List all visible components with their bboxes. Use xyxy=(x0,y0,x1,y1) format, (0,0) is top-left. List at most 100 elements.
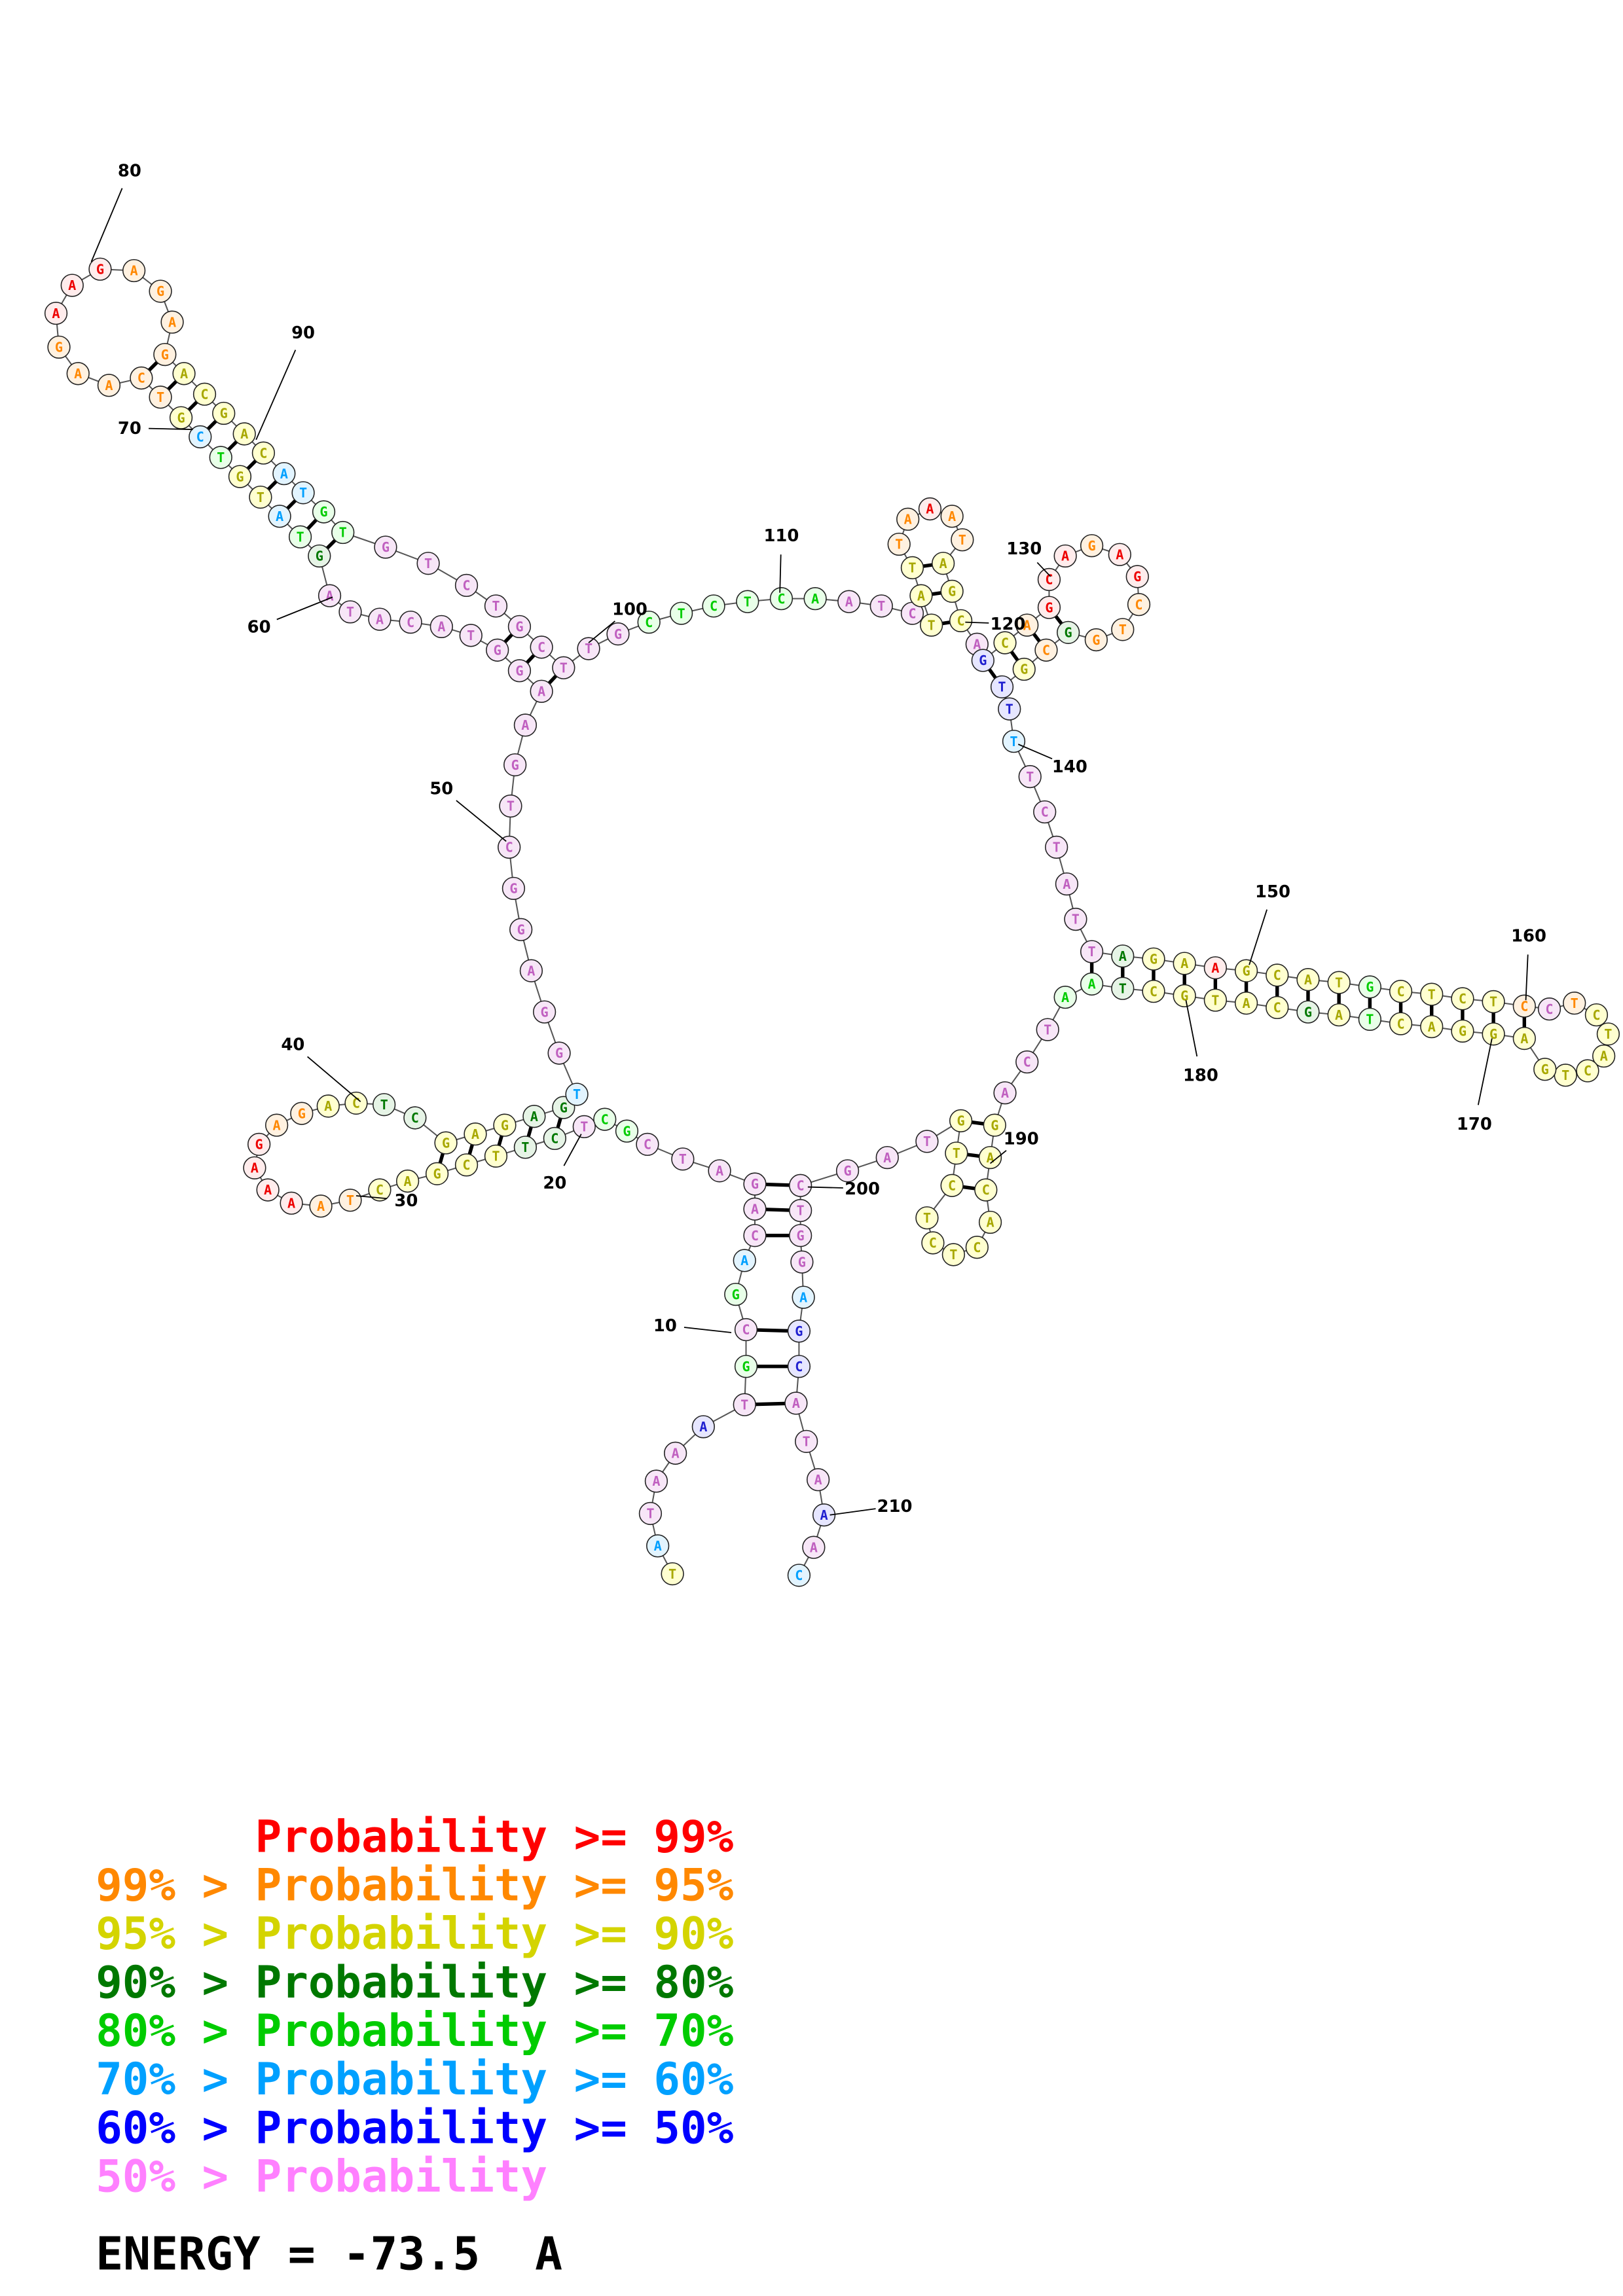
nucleotide-letter: G xyxy=(948,584,956,600)
nucleotide-circle xyxy=(1512,1026,1536,1050)
nucleotide-circle xyxy=(1125,565,1149,588)
nucleotide-47: G xyxy=(532,1000,556,1024)
nucleotide-117: A xyxy=(940,505,964,528)
nucleotide-letter: G xyxy=(555,1045,563,1061)
nucleotide-letter: A xyxy=(521,717,529,733)
nucleotide-letter: A xyxy=(1242,996,1250,1011)
nucleotide-4: A xyxy=(644,1469,668,1493)
nucleotide-letter: T xyxy=(646,1506,654,1522)
position-label-100: 100 xyxy=(588,600,647,643)
nucleotide-circle xyxy=(1053,544,1077,568)
nucleotide-circle xyxy=(787,1355,811,1378)
nucleotide-letter: T xyxy=(949,1247,957,1263)
nucleotide-209: A xyxy=(784,1391,808,1415)
position-number: 140 xyxy=(1052,757,1087,777)
nucleotide-letter: T xyxy=(560,660,568,675)
nucleotide-138: T xyxy=(990,675,1014,699)
nucleotide-circle xyxy=(547,1041,571,1065)
nucleotide-circle xyxy=(454,1153,479,1177)
nucleotide-circle xyxy=(1203,956,1228,980)
nucleotide-14: G xyxy=(743,1172,767,1196)
position-label-80: 80 xyxy=(90,162,141,262)
nucleotide-letter: T xyxy=(1119,622,1127,637)
nucleotide-174: T xyxy=(1358,1007,1381,1031)
label-leader-line xyxy=(1525,954,1529,1001)
nucleotide-circle xyxy=(464,1122,487,1146)
nucleotide-150: A xyxy=(1203,956,1228,980)
nucleotide-letter: C xyxy=(411,1110,419,1126)
nucleotide-172: A xyxy=(1420,1014,1444,1039)
position-number: 100 xyxy=(612,600,647,619)
nucleotide-circle xyxy=(789,1198,812,1223)
nucleotide-letter: G xyxy=(1541,1062,1549,1077)
nucleotide-46: G xyxy=(547,1041,571,1065)
nucleotide-circle xyxy=(990,675,1014,699)
nucleotide-21: C xyxy=(543,1126,566,1151)
nucleotide-23: T xyxy=(484,1144,508,1168)
nucleotide-circle xyxy=(251,441,276,465)
nucleotide-circle xyxy=(434,1131,458,1155)
nucleotide-5: A xyxy=(663,1441,687,1465)
nucleotide-circle xyxy=(1002,729,1026,753)
position-number: 50 xyxy=(429,780,453,799)
nucleotide-letter: T xyxy=(1006,701,1013,717)
nucleotide-letter: C xyxy=(973,1240,981,1255)
nucleotide-18: G xyxy=(615,1119,639,1143)
nucleotide-circle xyxy=(1033,800,1057,824)
nucleotide-191: A xyxy=(978,1210,1002,1234)
nucleotide-circle xyxy=(875,1145,899,1170)
nucleotide-letter: T xyxy=(1010,734,1017,749)
nucleotide-147: A xyxy=(1111,944,1135,968)
nucleotide-letter: C xyxy=(777,591,785,607)
nucleotide-circle xyxy=(1080,940,1104,963)
nucleotide-letter: A xyxy=(1061,990,1069,1005)
nucleotide-letter: G xyxy=(795,1323,803,1339)
nucleotide-circle xyxy=(743,1172,767,1196)
nucleotide-letter: G xyxy=(509,881,517,897)
nucleotide-letter: A xyxy=(538,683,545,699)
nucleotide-circle xyxy=(249,485,272,509)
nucleotide-letter: C xyxy=(957,613,965,629)
nucleotide-letter: G xyxy=(1242,963,1250,978)
nucleotide-circle xyxy=(1045,835,1068,859)
nucleotide-circle xyxy=(615,1119,639,1143)
nucleotide-154: T xyxy=(1327,971,1351,994)
nucleotide-34: A xyxy=(264,1113,289,1137)
position-label-20: 20 xyxy=(543,1134,582,1193)
nucleotide-104: C xyxy=(702,594,725,618)
nucleotide-letter: C xyxy=(196,429,204,445)
nucleotide-19: C xyxy=(593,1107,617,1131)
nucleotide-circle xyxy=(1108,543,1131,566)
nucleotide-letter: G xyxy=(1065,625,1072,641)
nucleotide-circle xyxy=(513,1136,538,1159)
nucleotide-letter: T xyxy=(257,490,264,505)
nucleotide-176: G xyxy=(1296,1000,1320,1024)
position-number: 90 xyxy=(291,323,315,343)
nucleotide-circle xyxy=(47,335,71,359)
label-leader-line xyxy=(149,427,193,431)
nucleotide-letter: A xyxy=(1520,1031,1528,1047)
nucleotide-letter: T xyxy=(797,1203,805,1219)
nucleotide-153: A xyxy=(1296,968,1320,992)
nucleotide-26: A xyxy=(395,1169,420,1193)
nucleotide-210: T xyxy=(794,1429,818,1453)
nucleotide-circle xyxy=(915,1206,939,1230)
nucleotide-157: T xyxy=(1420,982,1444,1006)
nucleotide-circle xyxy=(789,1224,812,1247)
nucleotide-circle xyxy=(316,1094,340,1118)
nucleotide-circle xyxy=(513,713,538,737)
nucleotide-letter: G xyxy=(1088,538,1096,554)
nucleotide-circle xyxy=(909,584,933,607)
nucleotide-letter: C xyxy=(1459,991,1467,1007)
nucleotide-190: C xyxy=(974,1178,998,1202)
nucleotide-163: C xyxy=(1584,1003,1609,1027)
nucleotide-50: G xyxy=(501,876,526,900)
nucleotide-80: A xyxy=(122,259,146,283)
nucleotide-165: A xyxy=(1592,1044,1616,1068)
nucleotide-letter: A xyxy=(130,263,138,279)
nucleotide-120: G xyxy=(940,579,964,603)
nucleotide-letter: T xyxy=(573,1086,581,1102)
nucleotide-212: A xyxy=(812,1503,836,1527)
nucleotide-circle xyxy=(503,753,527,777)
probability-legend: Probability >= 99% 99% > Probability >= … xyxy=(96,1810,733,2202)
